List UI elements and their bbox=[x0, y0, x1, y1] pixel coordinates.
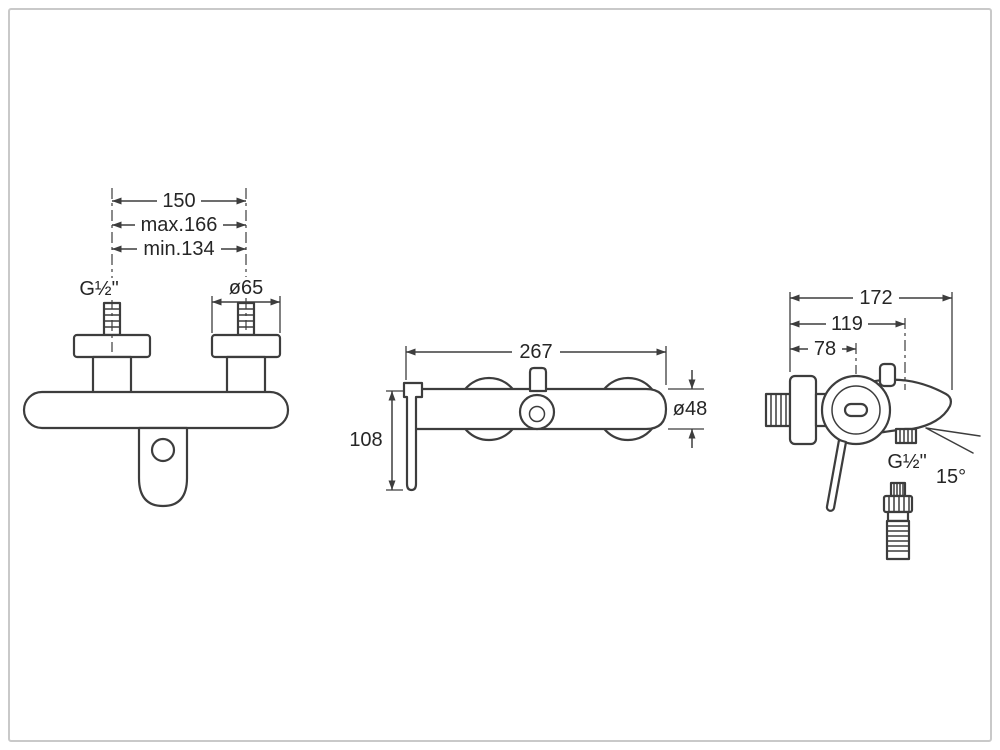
body-depth-label: 78 bbox=[814, 338, 836, 360]
hole-spacing-label: 150 bbox=[162, 190, 195, 212]
connector-thread-hatch bbox=[893, 482, 904, 497]
label-mask bbox=[225, 277, 267, 298]
mixer-body-front bbox=[22, 390, 290, 430]
connector-collar bbox=[886, 510, 910, 523]
spout-angle-lines bbox=[925, 427, 981, 454]
min-spacing-label: min.134 bbox=[143, 238, 214, 260]
label-mask bbox=[853, 287, 899, 309]
spout-angle-label: 15° bbox=[936, 466, 966, 488]
label-mask bbox=[808, 338, 842, 360]
body-inner-circle bbox=[831, 385, 881, 435]
hose-connector-drawing bbox=[882, 481, 914, 561]
side-view: 172 119 78 G½" 15° bbox=[764, 287, 981, 561]
wall-inlet-thread-hatch bbox=[770, 393, 787, 427]
front-dimensions: 150 max.166 min.134 G½" ø65 bbox=[75, 190, 281, 333]
lever-handle-plan bbox=[402, 381, 424, 492]
label-mask bbox=[75, 278, 123, 300]
hose-corrugation bbox=[886, 525, 910, 552]
hose-outlet-thread-hatch bbox=[899, 428, 913, 444]
label-mask bbox=[512, 341, 560, 363]
handle-hole bbox=[150, 437, 176, 463]
flange-diameter-label: ø65 bbox=[229, 277, 263, 299]
spout-side bbox=[868, 378, 952, 436]
connector-nut bbox=[882, 494, 914, 514]
max-spacing-label: max.166 bbox=[141, 214, 218, 236]
diverter-knob-side bbox=[878, 362, 897, 388]
page-border bbox=[8, 8, 992, 742]
spout-outlet-plan bbox=[518, 393, 556, 431]
depth-label: 108 bbox=[349, 429, 382, 451]
plan-view: 267 108 ø48 bbox=[349, 341, 707, 492]
label-mask bbox=[137, 238, 221, 260]
inlet-thread-label: G½" bbox=[79, 278, 118, 300]
label-mask bbox=[826, 313, 868, 335]
right-escutcheon bbox=[210, 333, 282, 359]
aerator-plan bbox=[528, 405, 546, 423]
label-mask bbox=[135, 214, 223, 236]
hose-outlet-thread bbox=[894, 427, 918, 445]
right-union-nut bbox=[225, 355, 267, 395]
left-union-nut bbox=[91, 355, 133, 395]
front-view: 150 max.166 min.134 G½" ø65 bbox=[22, 188, 290, 508]
total-depth-label: 172 bbox=[859, 287, 892, 309]
body-diameter-label: ø48 bbox=[673, 398, 707, 420]
label-mask bbox=[157, 190, 201, 212]
front-faucet-drawing bbox=[22, 301, 290, 508]
lever-handle-front bbox=[137, 426, 189, 508]
lever-handle-side bbox=[825, 438, 848, 512]
plan-dimensions: 267 108 ø48 bbox=[349, 341, 707, 491]
body-width-label: 267 bbox=[519, 341, 552, 363]
diverter-knob-plan bbox=[528, 366, 548, 393]
outlet-depth-label: 119 bbox=[831, 313, 863, 335]
connector-nut-knurl bbox=[888, 495, 910, 513]
side-dimensions: 172 119 78 G½" 15° bbox=[789, 287, 966, 488]
outlet-thread-label: G½" bbox=[887, 451, 926, 473]
escutcheon-side bbox=[788, 374, 818, 446]
plan-faucet-drawing bbox=[402, 366, 668, 492]
logo-cap bbox=[843, 402, 869, 418]
side-faucet-drawing bbox=[764, 362, 981, 512]
